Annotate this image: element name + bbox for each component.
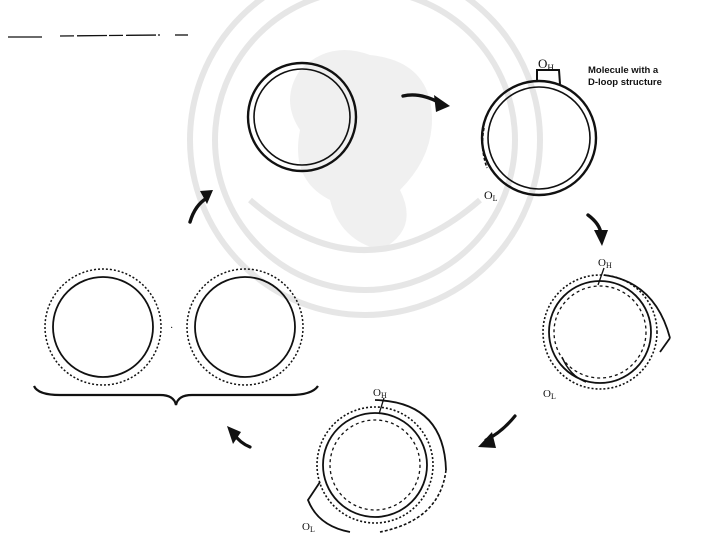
heavy-strand-synthesis-molecule xyxy=(543,268,670,389)
watermark-seal xyxy=(190,0,540,315)
daughter-molecule-right xyxy=(187,269,303,385)
dloop-note-line1: Molecule with a xyxy=(588,65,659,76)
ol-label-stage4: OL xyxy=(302,521,315,534)
daughter-molecule-left xyxy=(45,269,161,385)
daughters-brace xyxy=(34,386,318,405)
arrow-to-heavy-strand xyxy=(588,215,608,246)
arrow-to-daughters xyxy=(227,426,250,447)
oh-label-dloop: OH xyxy=(538,56,554,73)
header-rule xyxy=(8,35,188,37)
oh-label-stage3: OH xyxy=(598,257,612,270)
ol-label-dloop: OL xyxy=(484,188,498,203)
dloop-note-line2: D-loop structure xyxy=(588,77,662,88)
plus-sign: · xyxy=(170,323,173,334)
arrow-to-light-strand xyxy=(478,416,515,448)
light-strand-synthesis-molecule xyxy=(308,398,446,532)
ol-label-stage3: OL xyxy=(543,388,556,401)
oh-label-stage4: OH xyxy=(373,387,387,400)
